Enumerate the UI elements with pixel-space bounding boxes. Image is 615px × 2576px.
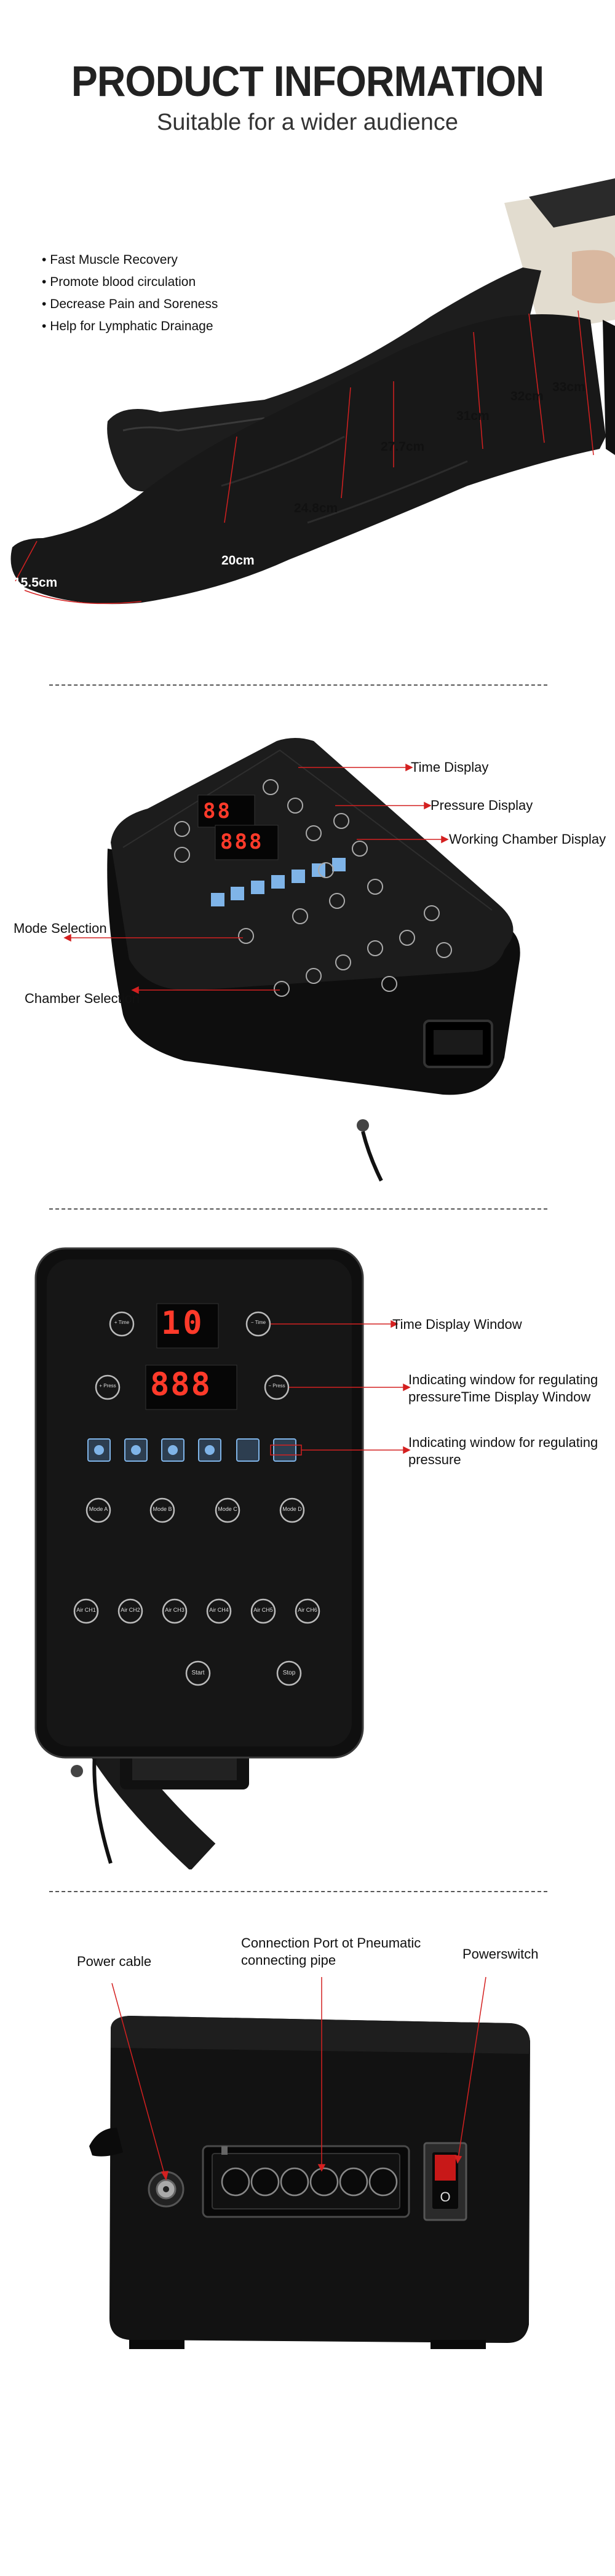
section-divider (49, 684, 547, 686)
panel-pressure-digits: 888 (150, 1366, 212, 1403)
connection-port-label-line2: connecting pipe (241, 1952, 336, 1968)
pressure-window-label-line1: Indicating window for regulating (408, 1372, 598, 1387)
pressure-window-label-line2: pressureTime Display Window (408, 1389, 591, 1405)
air-ch1-button[interactable]: Air CH1 (76, 1607, 96, 1613)
measurement-label: 24.8cm (294, 501, 338, 515)
feature-item: Fast Muscle Recovery (42, 249, 218, 271)
mode-c-button[interactable]: Mode C (218, 1506, 237, 1512)
measurement-label: 32cm (510, 389, 544, 403)
feature-item: Help for Lymphatic Drainage (42, 315, 218, 338)
power-cable-label: Power cable (77, 1954, 152, 1969)
feature-item: Promote blood circulation (42, 271, 218, 293)
svg-text:O: O (440, 2189, 450, 2205)
stop-button[interactable]: Stop (282, 1670, 296, 1676)
controller-back-image: O (89, 1976, 530, 2349)
section-divider (49, 1208, 547, 1210)
measurement-label: 31cm (456, 409, 490, 423)
chamber-window-label-line1: Indicating window for regulating (408, 1435, 598, 1450)
measurement-label: 20cm (221, 553, 255, 568)
time-display-digits: 88 (203, 799, 232, 823)
chamber-selection-label: Chamber Selection (25, 991, 140, 1006)
leg-sleeve-image (10, 178, 615, 604)
working-chamber-display-label: Working Chamber Display (449, 831, 606, 847)
page-subtitle: Suitable for a wider audience (156, 109, 459, 135)
air-ch2-button[interactable]: Air CH2 (121, 1607, 140, 1613)
controller-panel-image (34, 1247, 411, 1869)
pressure-display-digits: 888 (220, 830, 264, 854)
minus-press-button[interactable]: − Press (268, 1383, 285, 1389)
time-display-window-label: Time Display Window (392, 1317, 522, 1332)
measurement-label: 27.7cm (381, 440, 425, 454)
panel-time-digits: 10 (161, 1305, 205, 1342)
page-title: PRODUCT INFORMATION (71, 57, 544, 105)
mode-a-button[interactable]: Mode A (89, 1506, 108, 1512)
measurement-label: 28cm (114, 619, 148, 633)
start-button[interactable]: Start (191, 1670, 205, 1676)
air-ch3-button[interactable]: Air CH3 (165, 1607, 184, 1613)
pressure-display-label: Pressure Display (430, 798, 533, 813)
air-ch5-button[interactable]: Air CH5 (253, 1607, 273, 1613)
feature-item: Decrease Pain and Soreness (42, 293, 218, 315)
measurement-label: 15.5cm (14, 576, 58, 590)
plus-time-button[interactable]: + Time (114, 1320, 130, 1325)
minus-time-button[interactable]: − Time (250, 1320, 266, 1325)
plus-press-button[interactable]: + Press (99, 1383, 116, 1389)
feature-list: Fast Muscle Recovery Promote blood circu… (42, 249, 218, 338)
air-ch4-button[interactable]: Air CH4 (209, 1607, 229, 1613)
air-ch6-button[interactable]: Air CH6 (298, 1607, 317, 1613)
chamber-window-label-line2: pressure (408, 1452, 461, 1467)
powerswitch-label: Powerswitch (462, 1946, 539, 1962)
mode-b-button[interactable]: Mode B (153, 1506, 172, 1512)
section-divider (49, 1891, 547, 1892)
time-display-label: Time Display (411, 759, 489, 775)
mode-d-button[interactable]: Mode D (282, 1506, 302, 1512)
measurement-label: 33cm (552, 380, 585, 394)
controller-angled-image (63, 738, 520, 1182)
mode-selection-label: Mode Selection (14, 921, 107, 936)
connection-port-label-line1: Connection Port ot Pneumatic (241, 1935, 421, 1951)
